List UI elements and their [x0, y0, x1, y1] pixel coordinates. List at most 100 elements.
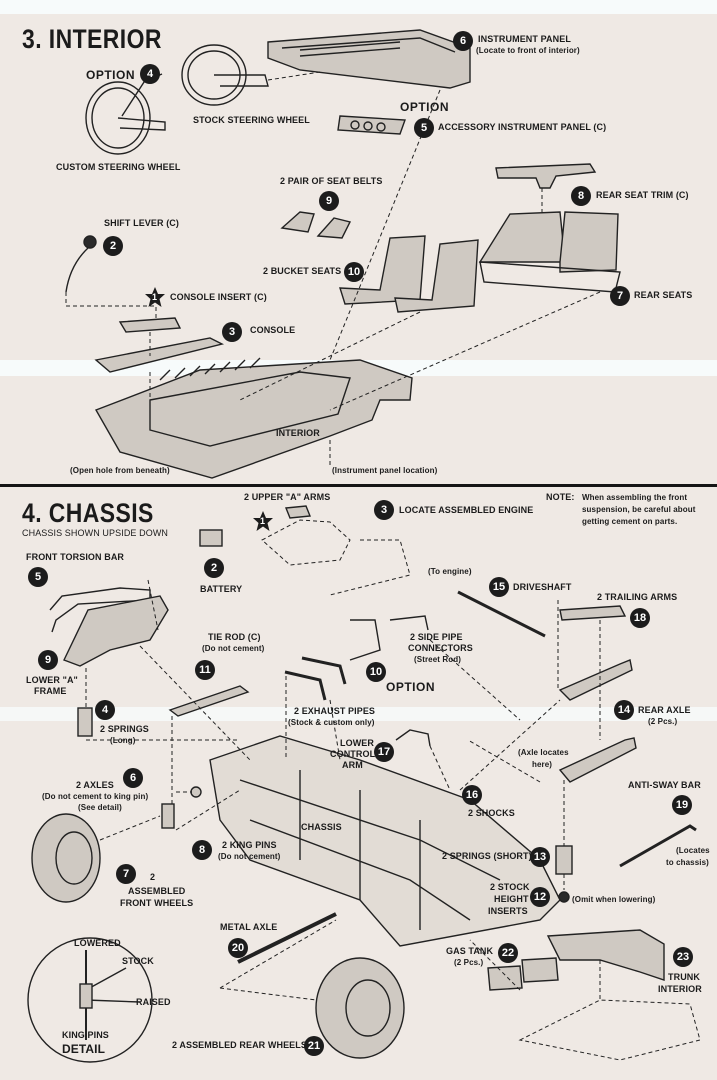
- engine-label: LOCATE ASSEMBLED ENGINE: [399, 505, 534, 515]
- side-pipe-line-1: 2 SIDE PIPE: [410, 632, 463, 642]
- side-pipe-line-2: CONNECTORS: [408, 643, 473, 653]
- rear-seat-trim-label: REAR SEAT TRIM (C): [596, 190, 689, 200]
- to-engine-note: (To engine): [428, 567, 472, 576]
- chassis-part-11-badge: 11: [195, 660, 215, 680]
- part-3-badge: 3: [222, 322, 242, 342]
- lower-control-arm-2: CONTROL: [330, 749, 376, 759]
- king-pins-label: 2 KING PINS: [222, 840, 277, 850]
- open-hole-note: (Open hole from beneath): [70, 466, 170, 475]
- chassis-part-9-badge: 9: [38, 650, 58, 670]
- detail-title: DETAIL: [62, 1042, 106, 1056]
- long-spring-drawing: [77, 707, 93, 737]
- chassis-part-17-badge: 17: [374, 742, 394, 762]
- sway-bar-note-2: to chassis): [666, 858, 709, 867]
- axle-locates-line-2: here): [532, 760, 553, 769]
- chassis-label: CHASSIS: [301, 822, 342, 832]
- axles-note-2: (See detail): [78, 803, 122, 812]
- part-10-badge: 10: [344, 262, 364, 282]
- long-springs-note: (Long): [110, 736, 136, 745]
- note-line-3: getting cement on parts.: [582, 517, 678, 526]
- chassis-part-13-badge: 13: [530, 847, 550, 867]
- anti-sway-bar-drawing: [619, 824, 697, 868]
- custom-steering-wheel-drawing: [85, 81, 151, 155]
- detail-raised: RAISED: [136, 997, 171, 1007]
- option-label-mid: OPTION: [400, 100, 450, 114]
- exhaust-pipes-note: (Stock & custom only): [288, 718, 375, 727]
- chassis-part-14-badge: 14: [614, 700, 634, 720]
- front-wheel-drawing: [31, 813, 101, 903]
- chassis-part-5-badge: 5: [28, 567, 48, 587]
- chassis-part-15-badge: 15: [489, 577, 509, 597]
- rear-axle-drawing: [558, 737, 637, 783]
- gas-tank-drawing: [487, 965, 523, 991]
- metal-axle-drawing: [237, 912, 337, 964]
- gas-tank-label: GAS TANK: [446, 946, 494, 956]
- gas-tank-note: (2 Pcs.): [454, 958, 484, 967]
- chassis-part-20-badge: 20: [228, 938, 248, 958]
- anti-sway-bar-label: ANTI-SWAY BAR: [628, 780, 701, 790]
- chassis-part-4-badge: 4: [95, 700, 115, 720]
- axle-locates-line-1: (Axle locates: [518, 748, 569, 757]
- console-insert-label: CONSOLE INSERT (C): [170, 292, 267, 302]
- short-springs-label: 2 SPRINGS (Short): [442, 851, 532, 861]
- interior-tub-label: INTERIOR: [276, 428, 320, 438]
- chassis-part-10-badge: 10: [366, 662, 386, 682]
- sway-bar-note-1: (Locates: [676, 846, 710, 855]
- trunk-interior-drawing: [546, 929, 665, 981]
- exhaust-pipes-label: 2 EXHAUST PIPES: [294, 706, 376, 716]
- chassis-part-2-badge: 2: [204, 558, 224, 578]
- trailing-arms-label: 2 TRAILING ARMS: [597, 592, 678, 602]
- battery-label: BATTERY: [200, 584, 243, 594]
- section-divider: [0, 484, 717, 487]
- rear-wheels-label: 2 ASSEMBLED REAR WHEELS: [172, 1040, 307, 1050]
- axles-note-1: (Do not cement to king pin): [42, 792, 149, 801]
- instrument-panel-drawing: [267, 29, 471, 89]
- rear-axle-label: REAR AXLE: [638, 705, 691, 715]
- detail-king-pins: KING PINS: [62, 1030, 109, 1040]
- chassis-part-18-badge: 18: [630, 608, 650, 628]
- part-4-badge: 4: [140, 64, 160, 84]
- bucket-seats-label: 2 BUCKET SEATS: [263, 266, 342, 276]
- battery-drawing: [199, 529, 223, 547]
- shift-lever-drawing: [83, 235, 97, 249]
- chassis-option-label: OPTION: [386, 680, 436, 694]
- part-2-badge: 2: [103, 236, 123, 256]
- rear-seats-label: REAR SEATS: [634, 290, 693, 300]
- interior-section-title: 3. INTERIOR: [22, 24, 162, 54]
- chassis-part-23-badge: 23: [673, 947, 693, 967]
- chassis-section-title: 4. CHASSIS: [22, 498, 154, 528]
- lower-a-frame-label-2: FRAME: [34, 686, 67, 696]
- rear-seat-trim-drawing: [495, 163, 597, 189]
- part-6-badge: 6: [453, 31, 473, 51]
- short-spring-drawing: [555, 845, 573, 875]
- driveshaft-label: DRIVESHAFT: [513, 582, 572, 592]
- tie-rod-label: TIE ROD (C): [208, 632, 261, 642]
- star-number-1-top: 1: [152, 292, 158, 302]
- part-1-star-icon: [145, 287, 165, 307]
- front-wheels-label-1: 2: [150, 872, 156, 882]
- lower-control-arm-3: ARM: [342, 760, 363, 770]
- accessory-panel-label: ACCESSORY INSTRUMENT PANEL (C): [438, 122, 607, 132]
- part-7-badge: 7: [610, 286, 630, 306]
- rear-axle-note: (2 Pcs.): [648, 717, 678, 726]
- part-1-star-icon-chassis: [253, 511, 273, 531]
- torsion-bar-label: FRONT TORSION BAR: [26, 552, 125, 562]
- chassis-part-8-badge: 8: [192, 840, 212, 860]
- part-5-badge: 5: [414, 118, 434, 138]
- metal-axle-label: METAL AXLE: [220, 922, 278, 932]
- omit-when-lowering-note: (Omit when lowering): [572, 895, 656, 904]
- detail-lowered: LOWERED: [74, 938, 121, 948]
- tie-rod-note: (Do not cement): [202, 644, 265, 653]
- axles-label: 2 AXLES: [76, 780, 114, 790]
- trunk-interior-label-1: TRUNK: [668, 972, 700, 982]
- option-label-top: OPTION: [86, 68, 136, 82]
- stock-height-3: INSERTS: [488, 906, 528, 916]
- panel-location-note: (Instrument panel location): [332, 466, 438, 475]
- chassis-part-12-badge: 12: [530, 887, 550, 907]
- instrument-panel-note: (Locate to front of interior): [476, 46, 580, 55]
- detail-stock: STOCK: [122, 956, 154, 966]
- trunk-interior-label-2: INTERIOR: [658, 984, 702, 994]
- stock-steering-wheel-label: STOCK STEERING WHEEL: [193, 115, 310, 125]
- part-9-badge: 9: [319, 191, 339, 211]
